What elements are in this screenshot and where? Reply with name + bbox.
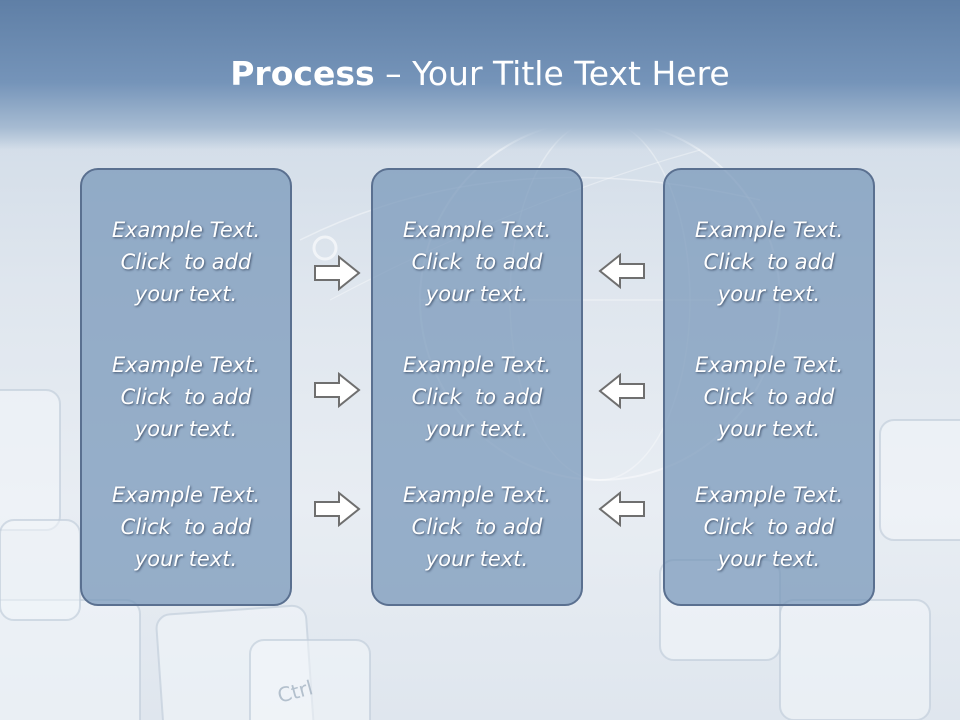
text-block[interactable]: Example Text. Click to add your text. — [373, 479, 581, 575]
process-panel-right[interactable]: Example Text. Click to add your text. Ex… — [663, 168, 875, 606]
text-block[interactable]: Example Text. Click to add your text. — [82, 214, 290, 310]
text-line: Click to add — [411, 385, 543, 409]
text-line: Click to add — [411, 515, 543, 539]
text-line: Example Text. — [111, 483, 261, 507]
text-line: Example Text. — [111, 353, 261, 377]
text-block[interactable]: Example Text. Click to add your text. — [665, 479, 873, 575]
text-line: Example Text. — [694, 218, 844, 242]
text-block[interactable]: Example Text. Click to add your text. — [373, 349, 581, 445]
text-block[interactable]: Example Text. Click to add your text. — [665, 214, 873, 310]
text-line: your text. — [717, 417, 821, 441]
text-line: your text. — [134, 417, 238, 441]
text-line: Example Text. — [402, 353, 552, 377]
text-line: Click to add — [120, 250, 252, 274]
process-panel-left[interactable]: Example Text. Click to add your text. Ex… — [80, 168, 292, 606]
text-line: Example Text. — [694, 483, 844, 507]
text-block[interactable]: Example Text. Click to add your text. — [665, 349, 873, 445]
text-line: your text. — [425, 417, 529, 441]
text-line: Click to add — [120, 385, 252, 409]
text-line: your text. — [425, 282, 529, 306]
text-line: your text. — [717, 282, 821, 306]
text-line: Click to add — [703, 515, 835, 539]
title-rest-part: – Your Title Text Here — [374, 54, 730, 93]
text-line: your text. — [425, 547, 529, 571]
text-line: Click to add — [411, 250, 543, 274]
title-bar — [0, 0, 960, 150]
text-block[interactable]: Example Text. Click to add your text. — [373, 214, 581, 310]
arrow-left-icon — [598, 372, 645, 410]
arrow-right-icon — [314, 371, 361, 409]
text-line: Click to add — [703, 250, 835, 274]
text-line: Example Text. — [402, 483, 552, 507]
text-line: Example Text. — [111, 218, 261, 242]
arrow-right-icon — [314, 490, 361, 528]
text-line: your text. — [134, 282, 238, 306]
text-line: Click to add — [120, 515, 252, 539]
text-line: Click to add — [703, 385, 835, 409]
text-line: your text. — [717, 547, 821, 571]
arrow-left-icon — [598, 252, 645, 290]
text-block[interactable]: Example Text. Click to add your text. — [82, 349, 290, 445]
process-panel-middle[interactable]: Example Text. Click to add your text. Ex… — [371, 168, 583, 606]
text-line: Example Text. — [694, 353, 844, 377]
arrow-left-icon — [598, 490, 645, 528]
text-block[interactable]: Example Text. Click to add your text. — [82, 479, 290, 575]
text-line: your text. — [134, 547, 238, 571]
title-bold-part: Process — [230, 54, 375, 93]
arrow-right-icon — [314, 254, 361, 292]
text-line: Example Text. — [402, 218, 552, 242]
slide-title[interactable]: Process – Your Title Text Here — [0, 52, 960, 96]
